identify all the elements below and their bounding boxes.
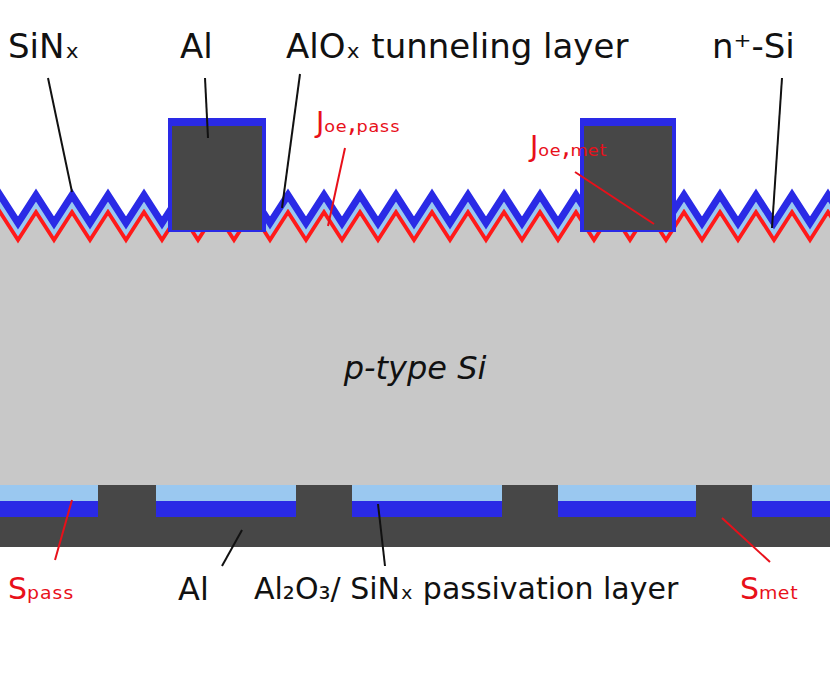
rear-sinx-layer: [752, 501, 830, 517]
rear-sinx-layer: [558, 501, 696, 517]
contact-label: Al: [178, 572, 209, 607]
al2o3-layer: [352, 485, 502, 501]
current-label: Jₒₑ,ₘₑₜ: [530, 132, 608, 163]
sinx-layer: [0, 195, 830, 223]
silicon-band: p-type Si: [0, 250, 830, 485]
layer-label: Al₂O₃/ SiNₓ passivation layer: [254, 572, 678, 605]
p-si-bulk: [0, 212, 830, 485]
rear-aluminium: [0, 485, 830, 547]
layer-label: SiNₓ: [8, 28, 80, 65]
contact-label: Al: [180, 28, 213, 65]
recombination-label: Sₘₑₜ: [740, 572, 799, 605]
region-label: p-type Si: [344, 349, 487, 387]
recombination-label: Sₚₐₛₛ: [8, 572, 74, 605]
front-contact: [172, 126, 262, 230]
layer-label: n⁺-Si: [712, 28, 795, 65]
al2o3-layer: [558, 485, 696, 501]
rear-sinx-layer: [156, 501, 296, 517]
al2o3-layer: [752, 485, 830, 501]
rear-sinx-layer: [352, 501, 502, 517]
current-label: Jₒₑ,ₚₐₛₛ: [316, 108, 400, 139]
rear-sinx-layer: [0, 501, 98, 517]
al2o3-layer: [0, 485, 98, 501]
al2o3-layer: [156, 485, 296, 501]
layer-label: AlOₓ tunneling layer: [286, 28, 628, 65]
sinx-cap: [168, 118, 266, 232]
